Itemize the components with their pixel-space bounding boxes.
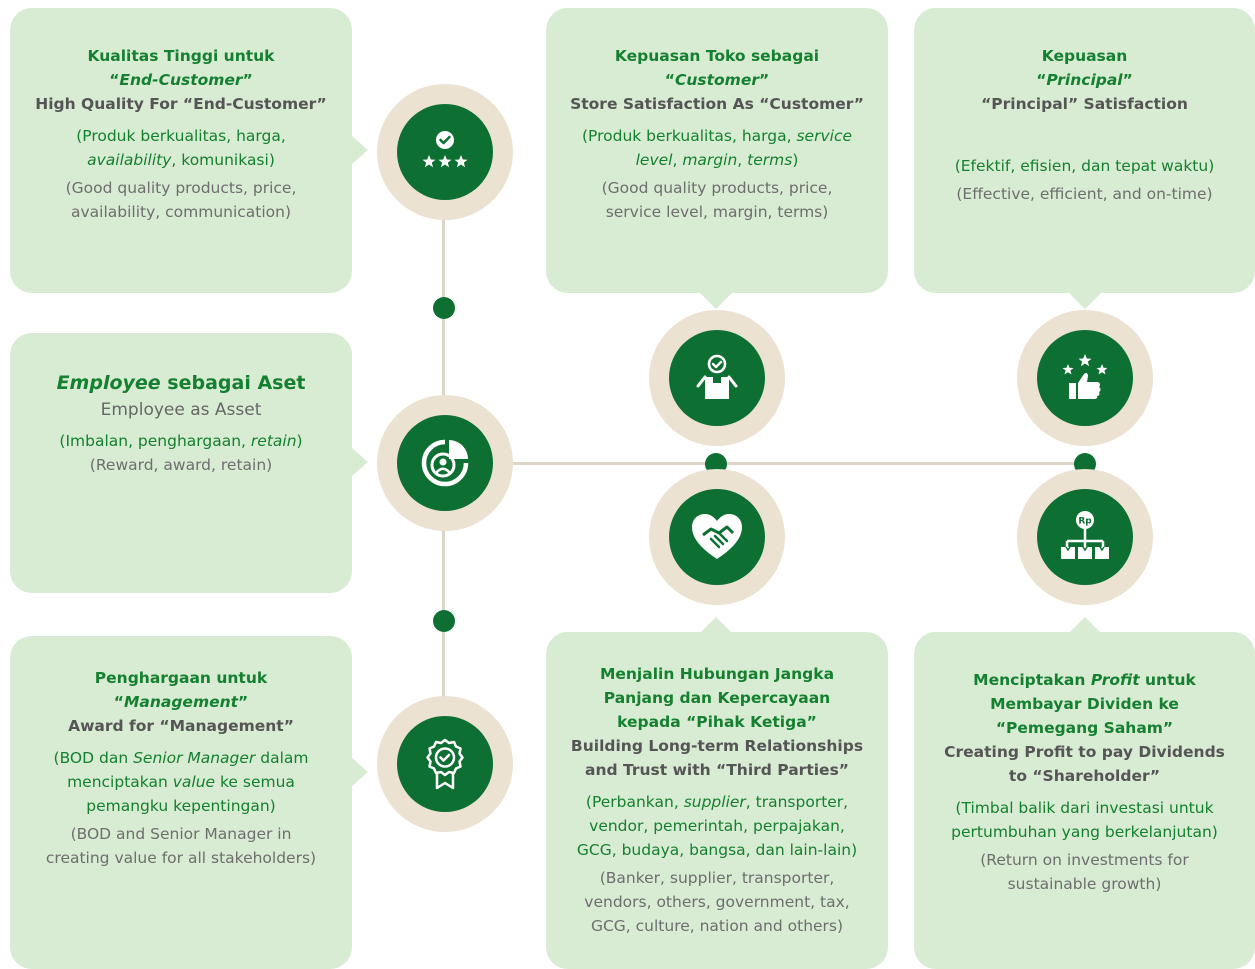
card-subtitle: “Principal” Satisfaction (981, 95, 1188, 113)
icon-circle-third-parties (649, 469, 785, 605)
card-title: Menjalin Hubungan Jangka Panjang dan Kep… (599, 665, 835, 731)
card-desc-id: (Timbal balik dari investasi untuk pertu… (951, 799, 1218, 841)
employee-chart-icon (421, 439, 469, 487)
card-desc-id: (Produk berkualitas, harga, service leve… (581, 127, 853, 169)
card-subtitle: Employee as Asset (100, 400, 262, 420)
card-management: Penghargaan untuk “Management” Award for… (10, 636, 352, 969)
card-subtitle: Building Long-term Relationships and Tru… (570, 737, 864, 779)
card-pointer (700, 617, 732, 633)
card-desc-id: (Imbalan, penghargaan, retain) (59, 432, 303, 450)
card-pointer (352, 758, 368, 786)
card-pointer (352, 448, 368, 476)
card-pointer (1069, 617, 1101, 633)
icon-circle-employee (377, 395, 513, 531)
card-desc-en: (Effective, efficient, and on-time) (956, 185, 1213, 203)
card-subtitle: High Quality For “End-Customer” (35, 95, 327, 113)
card-title: Kualitas Tinggi untuk “End-Customer” (87, 47, 275, 89)
connector-dot (433, 297, 455, 319)
quality-stars-icon (422, 131, 468, 168)
card-subtitle: Award for “Management” (68, 717, 294, 735)
card-title: Employee sebagai Aset (56, 372, 306, 394)
card-desc-en: (BOD and Senior Manager in creating valu… (45, 825, 317, 867)
card-desc-id: (Produk berkualitas, harga, availability… (76, 127, 286, 169)
card-desc-en: (Reward, award, retain) (89, 456, 273, 474)
card-desc-id: (Efektif, efisien, dan tepat waktu) (954, 157, 1215, 175)
card-pointer (700, 293, 732, 309)
card-end-customer: Kualitas Tinggi untuk “End-Customer” Hig… (10, 8, 352, 293)
card-title: Kepuasan “Principal” (1036, 47, 1133, 89)
card-subtitle: Store Satisfaction As “Customer” (570, 95, 864, 113)
heart-handshake-icon (692, 514, 742, 559)
card-desc-en: (Good quality products, price, availabil… (65, 179, 297, 221)
connector-dot (433, 610, 455, 632)
horizontal-connector (510, 462, 1090, 465)
icon-circle-shareholder: Rp (1017, 469, 1153, 605)
award-badge-icon (426, 738, 464, 790)
store-customer-icon (696, 354, 738, 399)
card-desc-en: (Return on investments for sustainable g… (980, 851, 1189, 893)
card-desc-id: (BOD dan Senior Manager dalam menciptaka… (53, 749, 309, 815)
icon-circle-management (377, 696, 513, 832)
thumbs-up-stars-icon (1062, 354, 1108, 399)
card-store: Kepuasan Toko sebagai “Customer” Store S… (546, 8, 888, 293)
card-third-parties: Menjalin Hubungan Jangka Panjang dan Kep… (546, 632, 888, 969)
card-pointer (1069, 293, 1101, 309)
card-shareholder: Menciptakan Profit untuk Membayar Divide… (914, 632, 1255, 969)
card-employee: Employee sebagai Aset Employee as Asset … (10, 333, 352, 593)
card-title: Kepuasan Toko sebagai “Customer” (614, 47, 820, 89)
card-desc-en: (Banker, supplier, transporter, vendors,… (584, 869, 850, 935)
card-pointer (352, 136, 368, 164)
icon-circle-store (649, 310, 785, 446)
card-title: Penghargaan untuk “Management” (94, 669, 268, 711)
card-desc-en: (Good quality products, price, service l… (601, 179, 833, 221)
icon-circle-end-customer (377, 84, 513, 220)
card-title: Menciptakan Profit untuk Membayar Divide… (973, 671, 1196, 737)
icon-circle-principal (1017, 310, 1153, 446)
card-principal: Kepuasan “Principal” “Principal” Satisfa… (914, 8, 1255, 293)
card-subtitle: Creating Profit to pay Dividends to “Sha… (944, 743, 1225, 785)
rupiah-dividend-icon: Rp (1061, 511, 1109, 559)
svg-text:Rp: Rp (1078, 517, 1092, 527)
card-desc-id: (Perbankan, supplier, transporter, vendo… (576, 793, 858, 859)
